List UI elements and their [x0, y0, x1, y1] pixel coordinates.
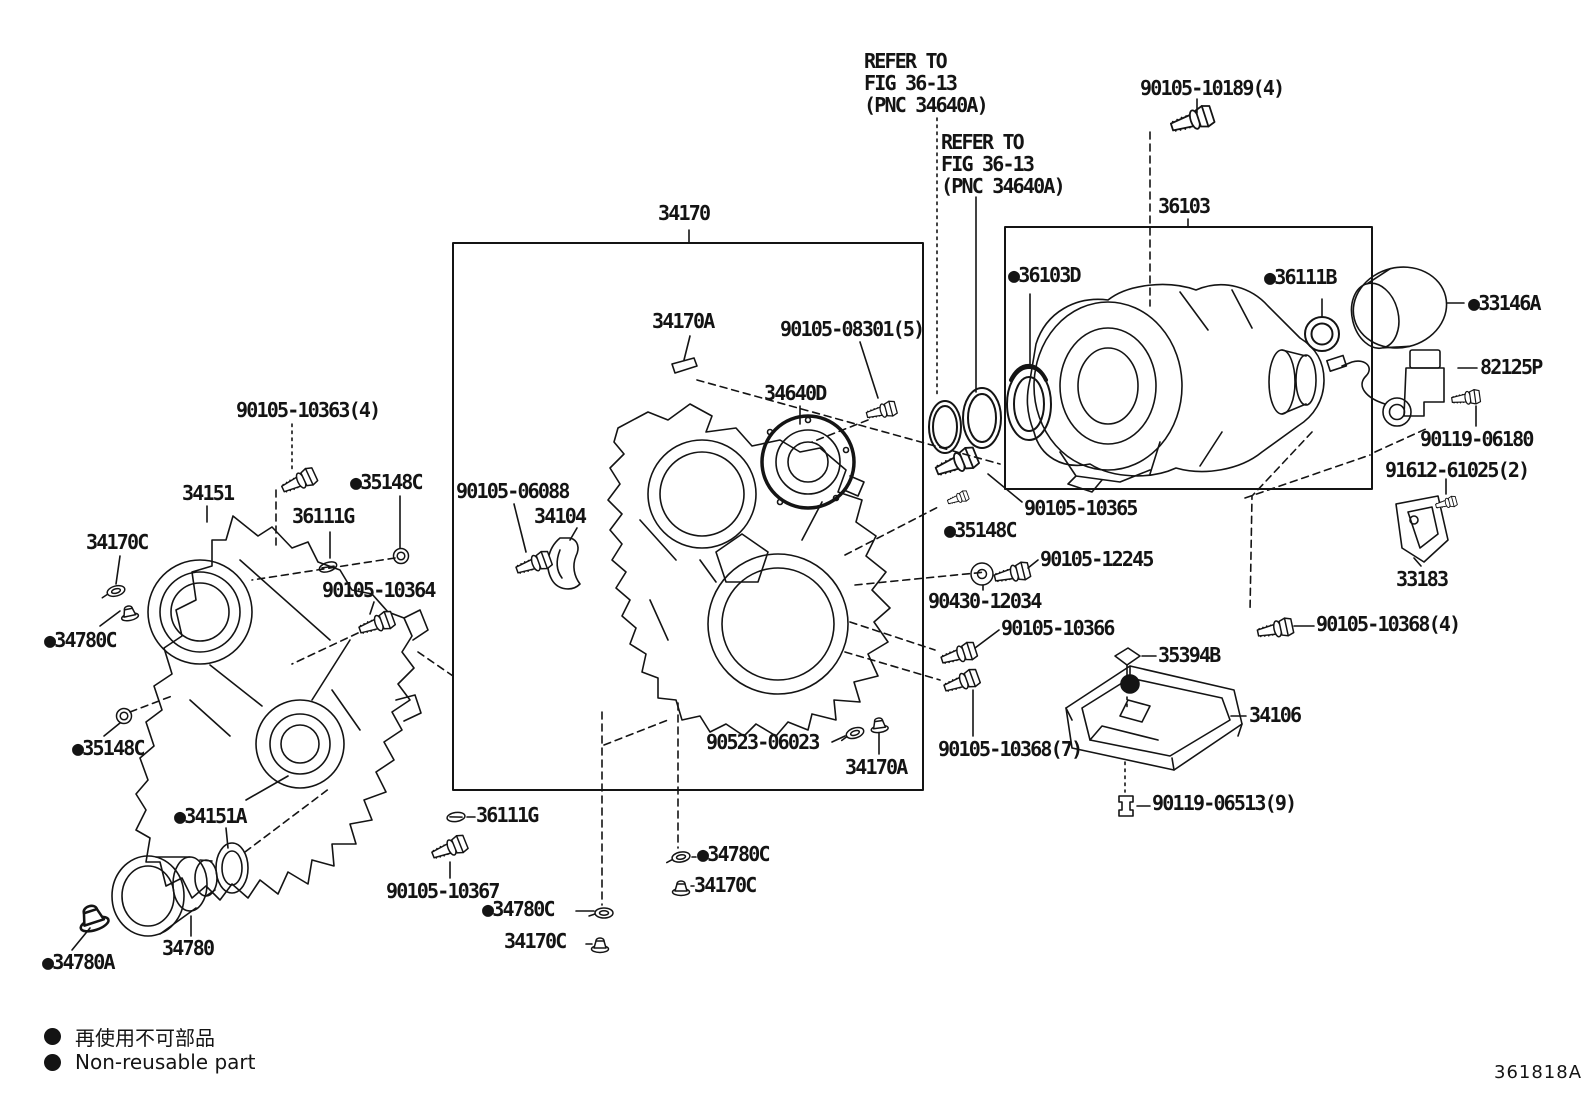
part-label-82125p: 82125P	[1480, 355, 1543, 379]
part-label-34106: 34106	[1249, 703, 1302, 727]
pan-magnet	[1120, 674, 1140, 694]
part-label-90105-10367: 90105-10367	[386, 879, 500, 903]
part-label-34170a: 34170A	[845, 755, 908, 779]
nut-34780a	[73, 900, 112, 936]
legend-text-en: Non-reusable part	[75, 1050, 256, 1074]
part-label-34170: 34170	[658, 201, 711, 225]
bracket-drawing	[1395, 495, 1449, 563]
part-label-34170c: 34170C	[86, 530, 149, 554]
part-label-34780c: ●34780C	[697, 842, 770, 866]
part-label-35148c: ●35148C	[72, 736, 145, 760]
part-label-34151: 34151	[182, 481, 235, 505]
seal-36111b	[1304, 316, 1340, 352]
sensor-drawing	[1326, 349, 1445, 427]
legend-text-jp: 再使用不可部品	[75, 1026, 215, 1050]
part-label-90105-103687: 90105-10368(7)	[938, 737, 1083, 761]
front-case-drawing	[607, 403, 891, 737]
box-36103	[1004, 226, 1373, 490]
legend-row-jp: 再使用不可部品	[44, 1022, 215, 1051]
dashed-lines	[129, 131, 1429, 906]
part-label-34170c: 34170C	[694, 873, 757, 897]
part-label-90105-10365: 90105-10365	[1024, 496, 1138, 520]
part-label-33146a: ●33146A	[1468, 291, 1541, 315]
legend-row-en: Non-reusable part	[44, 1050, 255, 1074]
part-label-34780: 34780	[162, 936, 215, 960]
refer-note-2: REFER TO FIG 36-13 (PNC 34640A)	[941, 130, 1066, 198]
part-label-90430-12034: 90430-12034	[928, 589, 1042, 613]
extension-housing-drawing	[1026, 283, 1325, 493]
part-label-90105-06088: 90105-06088	[456, 479, 570, 503]
part-label-90119-06180: 90119-06180	[1420, 427, 1534, 451]
oil-pan-drawing	[1065, 647, 1243, 771]
refer-note-1: REFER TO FIG 36-13 (PNC 34640A)	[864, 49, 989, 117]
part-label-90105-103634: 90105-10363(4)	[236, 398, 381, 422]
part-label-90105-103684: 90105-10368(4)	[1316, 612, 1461, 636]
figure-number: 361818A	[1494, 1062, 1583, 1083]
part-label-34640d: 34640D	[764, 381, 827, 405]
part-label-90105-12245: 90105-12245	[1040, 547, 1154, 571]
part-label-36103d: ●36103D	[1008, 263, 1081, 287]
part-label-35148c: ●35148C	[944, 518, 1017, 542]
non-reusable-dot-icon	[44, 1028, 61, 1045]
cap-drawing	[1350, 266, 1448, 350]
part-label-90119-065139: 90119-06513(9)	[1152, 791, 1297, 815]
gasket-35394b	[1114, 647, 1141, 666]
part-label-34104: 34104	[534, 504, 587, 528]
part-label-90105-083015: 90105-08301(5)	[780, 317, 925, 341]
part-label-34170c: 34170C	[504, 929, 567, 953]
drain-plug-drawing	[1118, 795, 1134, 817]
part-label-34780c: ●34780C	[482, 897, 555, 921]
part-label-36103: 36103	[1158, 194, 1211, 218]
part-label-90523-06023: 90523-06023	[706, 730, 820, 754]
seal-36103d	[1006, 367, 1052, 441]
part-label-35148c: ●35148C	[350, 470, 423, 494]
box-34170	[452, 242, 924, 791]
output-flange-drawing	[73, 842, 249, 937]
dotted-lines	[291, 117, 1128, 793]
seal-34151a	[215, 842, 249, 894]
part-label-90105-10366: 90105-10366	[1001, 616, 1115, 640]
part-label-34170a: 34170A	[652, 309, 715, 333]
part-label-36111g: 36111G	[476, 803, 539, 827]
wedge-34170a	[671, 357, 698, 374]
part-label-90105-101894: 90105-10189(4)	[1140, 76, 1285, 100]
part-label-91612-610252: 91612-61025(2)	[1385, 458, 1530, 482]
part-label-35394b: 35394B	[1158, 643, 1221, 667]
part-label-33183: 33183	[1396, 567, 1449, 591]
part-label-34780a: ●34780A	[42, 950, 115, 974]
part-label-36111g: 36111G	[292, 504, 355, 528]
part-label-36111b: ●36111B	[1264, 265, 1337, 289]
part-label-34780c: ●34780C	[44, 628, 117, 652]
leader-lines	[71, 98, 1478, 951]
part-label-90105-10364: 90105-10364	[322, 578, 436, 602]
non-reusable-dot-icon	[44, 1053, 61, 1071]
part-label-34151a: ●34151A	[174, 804, 247, 828]
pump-drawing	[760, 414, 865, 510]
small-part-icons	[99, 357, 994, 954]
transfer-case-drawing	[135, 515, 429, 901]
o-rings-drawing	[928, 316, 1340, 454]
